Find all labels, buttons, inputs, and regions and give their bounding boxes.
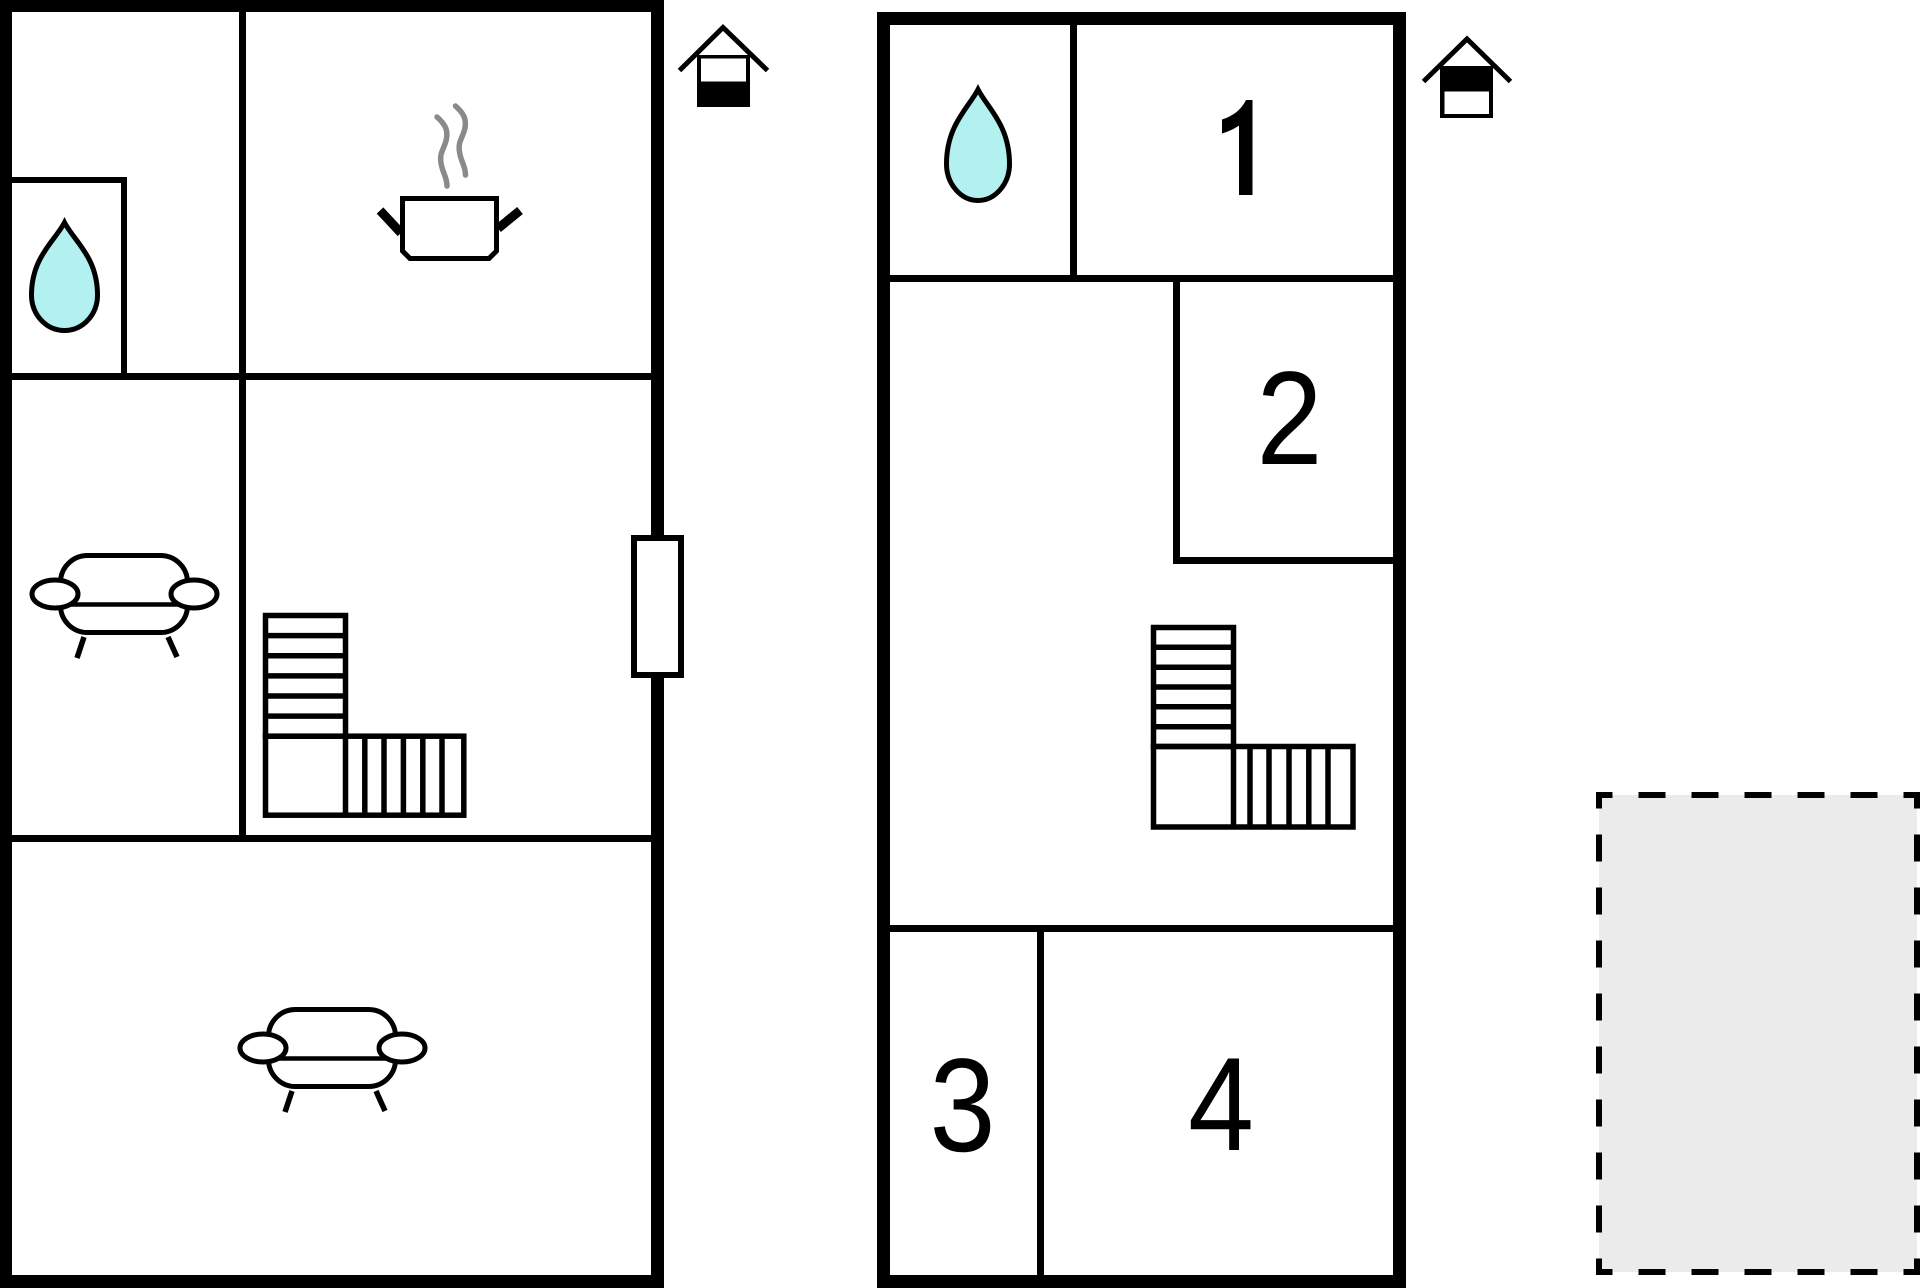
svg-text:2: 2 bbox=[1257, 344, 1323, 493]
svg-text:4: 4 bbox=[1188, 1030, 1254, 1179]
svg-text:3: 3 bbox=[930, 1031, 996, 1180]
